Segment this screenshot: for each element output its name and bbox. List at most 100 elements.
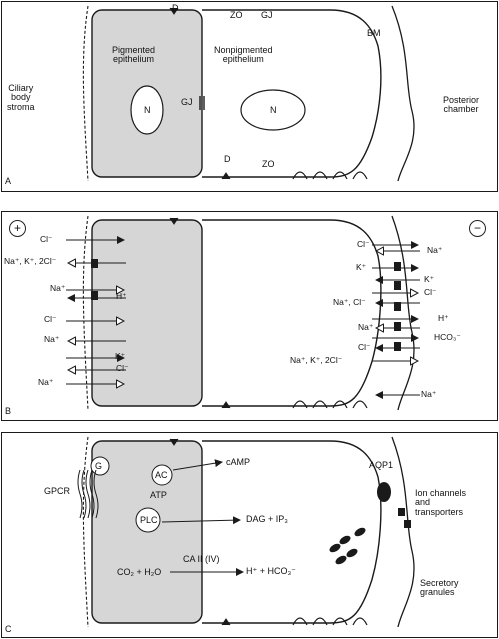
desmosome-bottom-b	[221, 401, 231, 409]
ion-label-right-cl-3: Cl⁻	[358, 342, 371, 352]
panel-c-letter: C	[5, 624, 12, 634]
channel-block-1	[404, 520, 411, 528]
ion-label-right-na-1: Na⁺	[427, 245, 443, 255]
carbonic-anhydrase-label: CA II (IV)	[183, 554, 220, 564]
camp-arrow	[172, 459, 223, 471]
ac-circle	[151, 464, 173, 486]
gpcr-label: GPCR	[44, 486, 71, 496]
desmosome-bottom-a	[221, 172, 231, 180]
aquaporin-label: AQP1	[369, 460, 394, 470]
right-transporter-0	[394, 262, 401, 271]
panel-a-frame	[1, 1, 498, 192]
gap-junction-mid	[199, 96, 205, 110]
panel-c-frame	[1, 432, 498, 638]
membrane-infolding-b-3	[352, 400, 368, 409]
aquaporin-shape	[377, 482, 391, 502]
left-transporter-2	[91, 291, 98, 300]
desmosome-top-b	[169, 217, 179, 225]
secretory-granules-label: Secretory granules	[420, 578, 459, 598]
membrane-infolding-c-1	[312, 617, 328, 626]
nonpigmented-cell-a	[202, 9, 382, 178]
panel-b-letter: B	[5, 406, 12, 416]
ion-channels-label: Ion channels and transporters	[415, 488, 467, 517]
ciliary-body-stroma-label: Ciliary body stroma	[7, 83, 35, 112]
reaction-products-label: H⁺ + HCO₃⁻	[246, 566, 296, 576]
camp-label: cAMP	[226, 457, 251, 467]
channel-block-0	[398, 508, 405, 516]
ion-label-right-nacl: Na⁺, Cl⁻	[333, 297, 366, 307]
gpcr-helix-4	[93, 469, 99, 519]
ion-label-left-cl-1: Cl⁻	[40, 234, 53, 244]
basement-membrane-label: BM	[367, 28, 381, 38]
panel-a-letter: A	[5, 176, 12, 186]
g-protein-label: G	[95, 461, 103, 471]
plc-circle	[135, 507, 161, 533]
nonpigmented-cell-c	[202, 440, 382, 624]
membrane-infolding-a-2	[332, 171, 348, 180]
secretory-granule-4	[335, 555, 347, 565]
right-transporter-3	[394, 322, 401, 331]
ion-label-right-cl-2: Cl⁻	[424, 287, 437, 297]
zonula-occludens-label-top: ZO	[230, 10, 243, 20]
nucleus-label-right: N	[270, 105, 277, 115]
nonpigmented-cell-b	[202, 219, 382, 407]
desmosome-top-c	[169, 438, 179, 446]
stroma-membrane-c	[82, 436, 89, 628]
membrane-infolding-c-2	[332, 617, 348, 626]
plc-label: PLC	[140, 515, 158, 525]
ion-label-right-na-3: Na⁺	[421, 389, 437, 399]
desmosome-label-top: D	[172, 3, 179, 13]
basement-membrane-a	[391, 5, 415, 182]
gpcr-helix-2	[85, 469, 91, 519]
membrane-infolding-c-0	[292, 617, 308, 626]
positive-potential-symbol: +	[9, 220, 26, 237]
secretory-granule-3	[354, 527, 366, 537]
pigmented-epithelium-label: Pigmented epithelium	[112, 45, 156, 65]
basement-membrane-c	[391, 436, 415, 628]
ion-label-right-h: H⁺	[438, 313, 449, 323]
stroma-membrane-b	[82, 215, 89, 411]
negative-potential-symbol: −	[469, 220, 486, 237]
desmosome-bottom-c	[221, 618, 231, 626]
ion-label-left-h: H⁺	[116, 291, 127, 301]
nucleus-label-left: N	[144, 105, 151, 115]
ion-label-left-k: K⁺	[115, 351, 126, 361]
dag-ip3-label: DAG + IP₃	[246, 514, 288, 524]
gap-junction-label-mid: GJ	[181, 97, 193, 107]
membrane-infolding-b-0	[292, 400, 308, 409]
gpcr-helix-3	[89, 469, 95, 519]
gap-junction-label-top: GJ	[261, 10, 273, 20]
stroma-membrane-a	[82, 5, 89, 182]
zonula-occludens-label-bottom: ZO	[262, 159, 275, 169]
desmosome-label-bottom: D	[224, 154, 231, 164]
ion-label-right-k-2: K⁺	[424, 274, 435, 284]
ion-label-right-cl-1: Cl⁻	[357, 239, 370, 249]
membrane-infolding-a-0	[292, 171, 308, 180]
pigmented-cell-b	[91, 219, 203, 407]
secretory-granule-0	[329, 543, 341, 553]
atp-label: ATP	[150, 490, 167, 500]
nonpigmented-epithelium-label: Nonpigmented epithelium	[214, 45, 273, 65]
dag-arrow	[161, 516, 241, 525]
ion-label-left-na-1: Na⁺	[50, 283, 66, 293]
basement-membrane-b	[391, 215, 415, 411]
ion-label-left-cl-3: Cl⁻	[116, 363, 129, 373]
secretory-granule-1	[339, 535, 351, 545]
membrane-infolding-b-1	[312, 400, 328, 409]
ion-label-left-na-3: Na⁺	[38, 377, 54, 387]
ion-label-right-nkcc: Na⁺, K⁺, 2Cl⁻	[290, 355, 343, 365]
nucleus-left	[130, 85, 164, 135]
right-transporter-1	[394, 281, 401, 290]
adenylyl-cyclase-label: AC	[155, 470, 168, 480]
membrane-infolding-a-1	[312, 171, 328, 180]
nucleus-right	[240, 89, 306, 131]
secretory-granule-2	[346, 548, 358, 558]
ion-label-left-cl-2: Cl⁻	[44, 314, 57, 324]
ion-label-left-na-2: Na⁺	[44, 334, 60, 344]
ion-label-right-k-1: K⁺	[356, 262, 367, 272]
posterior-chamber-label: Posterior chamber	[443, 95, 480, 115]
membrane-infolding-b-2	[332, 400, 348, 409]
ion-label-right-hco3: HCO₃⁻	[434, 332, 461, 342]
